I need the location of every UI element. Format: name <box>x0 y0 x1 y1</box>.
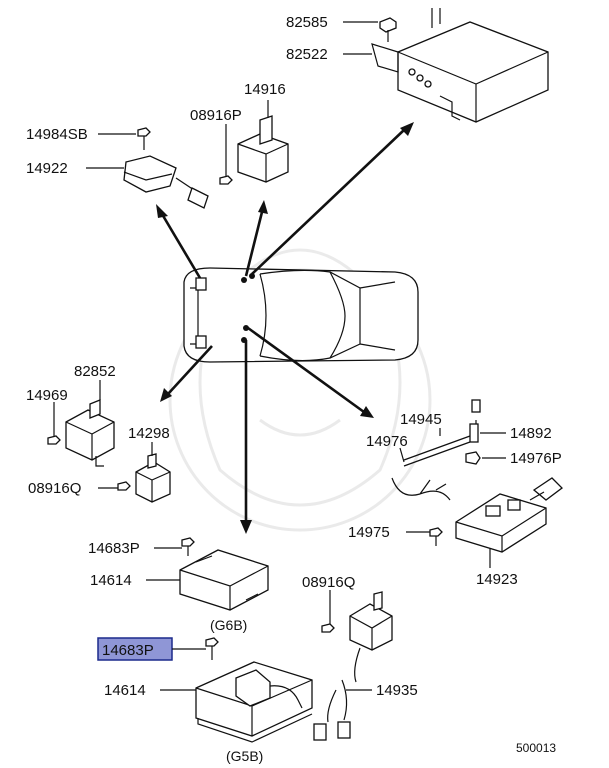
screw-08916Q-right[interactable] <box>321 623 335 633</box>
label-82585: 82585 <box>286 14 328 31</box>
harness-14976[interactable] <box>391 435 471 501</box>
caption-g5b: (G5B) <box>226 748 263 764</box>
label-14892: 14892 <box>510 425 552 442</box>
label-08916Q-left: 08916Q <box>28 480 81 497</box>
label-82852: 82852 <box>74 363 116 380</box>
leader-14976 <box>399 447 405 463</box>
vehicle-outline <box>183 267 419 363</box>
label-14935: 14935 <box>376 682 418 699</box>
screw-82585[interactable] <box>379 17 397 42</box>
control-unit-82522[interactable] <box>371 8 549 123</box>
screw-08916P[interactable] <box>219 175 233 185</box>
label-14683P-lower[interactable]: 14683P <box>102 642 154 659</box>
label-14969: 14969 <box>26 387 68 404</box>
relay-with-harness[interactable] <box>349 591 393 683</box>
label-14614-upper: 14614 <box>90 572 132 589</box>
screw-14969[interactable] <box>47 435 61 445</box>
label-14683P-upper: 14683P <box>88 540 140 557</box>
label-08916Q-right: 08916Q <box>302 574 355 591</box>
control-unit-14614-g5b[interactable] <box>195 661 313 743</box>
label-14945: 14945 <box>400 411 442 428</box>
harness-14935[interactable] <box>313 679 351 741</box>
screw-08916Q-left[interactable] <box>117 481 131 491</box>
label-14923: 14923 <box>476 571 518 588</box>
label-14976: 14976 <box>366 433 408 450</box>
diagram-code: 500013 <box>516 741 556 755</box>
location-arrows <box>156 122 414 534</box>
relay-14298[interactable] <box>135 453 171 503</box>
label-14975: 14975 <box>348 524 390 541</box>
screw-14984SB[interactable] <box>137 127 151 150</box>
clip-14976P[interactable] <box>465 451 481 465</box>
label-14922: 14922 <box>26 160 68 177</box>
bolt-14683P-lower[interactable] <box>205 637 219 660</box>
label-14298: 14298 <box>128 425 170 442</box>
module-14923[interactable] <box>455 477 563 553</box>
relay-82852[interactable] <box>65 399 115 467</box>
control-unit-14614-g6b[interactable] <box>179 549 269 611</box>
label-82522: 82522 <box>286 46 328 63</box>
label-08916P: 08916P <box>190 107 242 124</box>
label-14916: 14916 <box>244 81 286 98</box>
screw-14975[interactable] <box>429 527 443 546</box>
label-14614-lower: 14614 <box>104 682 146 699</box>
bolt-14683P-upper[interactable] <box>181 537 195 556</box>
label-14984SB: 14984SB <box>26 126 88 143</box>
sensor-14922[interactable] <box>123 155 209 209</box>
label-14976P: 14976P <box>510 450 562 467</box>
caption-g6b: (G6B) <box>210 617 247 633</box>
relay-14916[interactable] <box>237 115 289 183</box>
pin-14892[interactable] <box>469 423 479 443</box>
